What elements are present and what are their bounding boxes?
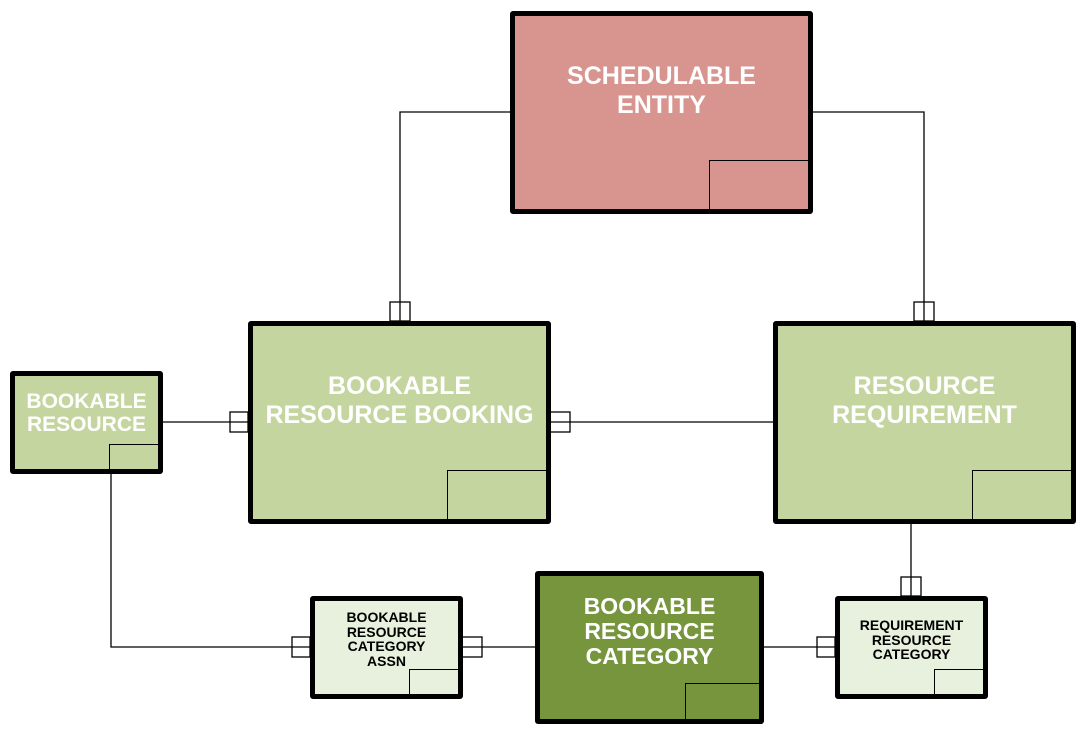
entity-label: BOOKABLE RESOURCE bbox=[26, 390, 147, 437]
entity-label: SCHEDULABLE ENTITY bbox=[567, 62, 756, 119]
entity-bookable-resource-booking[interactable]: BOOKABLE RESOURCE BOOKING bbox=[248, 321, 551, 524]
link-schedulable-requirement bbox=[812, 111, 925, 321]
entity-bookable-resource-category[interactable]: BOOKABLE RESOURCE CATEGORY bbox=[535, 571, 764, 724]
entity-label: RESOURCE REQUIREMENT bbox=[832, 372, 1017, 429]
link-schedulable-booking bbox=[399, 111, 510, 321]
entity-corner-box bbox=[109, 444, 158, 469]
entity-corner-box bbox=[972, 470, 1071, 519]
entity-corner-box bbox=[685, 683, 759, 719]
entity-label: BOOKABLE RESOURCE BOOKING bbox=[265, 372, 534, 429]
entity-corner-box bbox=[409, 669, 458, 694]
entity-corner-box bbox=[934, 669, 983, 694]
entity-resource-requirement[interactable]: RESOURCE REQUIREMENT bbox=[773, 321, 1076, 524]
entity-bookable-resource-category-assn[interactable]: BOOKABLE RESOURCE CATEGORY ASSN bbox=[310, 596, 463, 699]
entity-requirement-resource-category[interactable]: REQUIREMENT RESOURCE CATEGORY bbox=[835, 596, 988, 699]
entity-corner-box bbox=[447, 470, 546, 519]
entity-corner-box bbox=[709, 160, 808, 209]
entity-bookable-resource[interactable]: BOOKABLE RESOURCE bbox=[10, 371, 163, 474]
entity-schedulable-entity[interactable]: SCHEDULABLE ENTITY bbox=[510, 11, 813, 214]
link-resource-assn bbox=[110, 473, 310, 648]
entity-label: BOOKABLE RESOURCE CATEGORY ASSN bbox=[346, 609, 427, 670]
entity-label: BOOKABLE RESOURCE CATEGORY bbox=[583, 593, 716, 669]
entity-label: REQUIREMENT RESOURCE CATEGORY bbox=[859, 617, 964, 663]
